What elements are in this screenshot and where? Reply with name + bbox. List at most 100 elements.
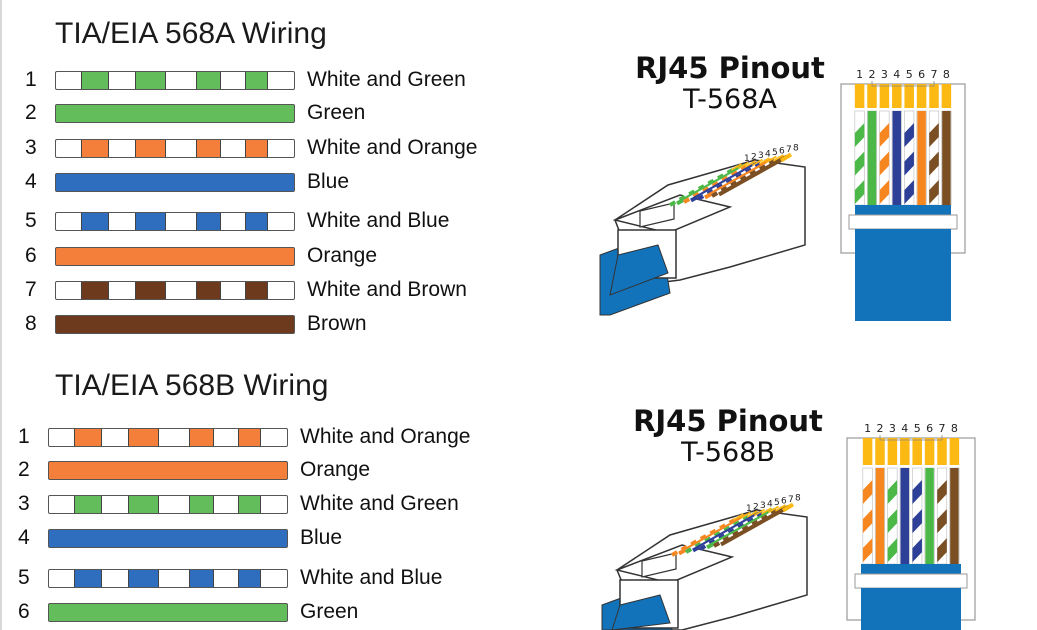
gold-contact — [924, 438, 935, 465]
gold-contact — [937, 438, 947, 465]
wire-swatch — [48, 460, 288, 480]
wire-stripe — [135, 281, 166, 299]
pin-number-label: 7 — [931, 68, 938, 81]
wire-stripe — [135, 139, 166, 157]
pin-number: 7 — [25, 278, 37, 301]
gold-contact — [887, 438, 898, 465]
conductor-stripe — [904, 179, 914, 204]
plug-pin-number: 1 — [746, 504, 752, 514]
wire-swatch — [55, 211, 295, 231]
plug-pin-number: 2 — [753, 503, 759, 513]
pinout-title-568a: RJ45 Pinout T-568A — [630, 52, 830, 116]
plug-wire-stripe — [713, 506, 783, 548]
plug-pin-number: 8 — [793, 144, 799, 154]
plug-pin-number: 4 — [767, 500, 773, 510]
wire-label: Green — [300, 600, 359, 623]
wire-label: Brown — [307, 312, 367, 335]
plug-window — [639, 202, 675, 228]
plug-wire — [718, 154, 788, 197]
wire-stripe — [128, 495, 159, 513]
wire-swatch — [48, 568, 288, 588]
cable-jacket — [861, 588, 961, 630]
plug-pin-number: 8 — [795, 494, 801, 504]
wire-stripe — [81, 281, 109, 299]
wire-row: 4 Blue — [18, 526, 342, 550]
plug-pin-number: 3 — [758, 151, 764, 161]
wire-label: White and Blue — [307, 209, 450, 232]
plug-pin-number: 4 — [765, 150, 771, 160]
plug-wire-stripe — [685, 512, 755, 554]
pinout-title-568b: RJ45 Pinout T-568B — [628, 405, 828, 469]
wire-stripe — [189, 569, 214, 587]
conductor-stripe — [854, 179, 865, 204]
wire-swatch — [55, 138, 295, 158]
conductor-stripe — [912, 538, 922, 563]
wire-stripe — [189, 428, 214, 446]
pin-number: 2 — [25, 101, 37, 124]
wire-stripe — [189, 495, 214, 513]
conductor-stripe — [937, 538, 947, 563]
conductor-stripe — [929, 151, 939, 176]
pin-number-label: 4 — [893, 68, 900, 81]
gold-contact — [916, 84, 927, 108]
wire-label: Blue — [300, 526, 343, 549]
wire-label: White and Orange — [307, 136, 478, 159]
wire-stripe — [128, 569, 159, 587]
plug-cable-inner — [611, 594, 671, 630]
conductor-stripe — [904, 123, 914, 147]
plug-wire — [678, 513, 748, 556]
wire-label: Orange — [300, 458, 371, 481]
wire-stripe — [245, 281, 268, 299]
conductor-solid — [892, 111, 902, 205]
wire-swatch — [48, 427, 288, 447]
wire-swatch — [55, 246, 295, 266]
wire-row: 2 Orange — [18, 458, 370, 482]
plug-pin-number: 7 — [788, 495, 794, 505]
pin-number-label: 2 — [869, 68, 876, 81]
conductor-solid — [900, 468, 910, 564]
conductor-stripe — [862, 538, 873, 563]
conductor-solid — [942, 111, 951, 205]
plug-pin-number: 6 — [779, 147, 785, 157]
pin-number: 2 — [18, 458, 30, 481]
conductor-stripe — [862, 509, 873, 534]
conductor-stripe — [887, 480, 898, 504]
pin-number-label: 1 — [864, 422, 871, 435]
plug-wire — [692, 510, 762, 553]
conductor-stripe — [937, 509, 947, 534]
wire-stripe — [245, 71, 268, 89]
wire-swatch — [48, 602, 288, 622]
wire-stripe — [74, 428, 102, 446]
plug-wire-stripe — [683, 162, 753, 204]
pin-number: 5 — [18, 566, 30, 589]
pinout-heading: RJ45 Pinout — [633, 404, 823, 438]
wire-label: White and Green — [300, 492, 459, 515]
pin-number-label: 8 — [943, 68, 950, 81]
conductor-stripe — [904, 151, 914, 176]
wire-stripe — [196, 71, 221, 89]
wire-stripe — [81, 71, 109, 89]
pin-number: 4 — [18, 526, 30, 549]
wire-stripe — [196, 281, 221, 299]
cable-boot — [861, 564, 961, 576]
conductor-stripe — [887, 538, 898, 563]
pin-number-label: 3 — [889, 422, 896, 435]
pin-bracket — [871, 81, 935, 87]
pin-number-label: 1 — [856, 68, 863, 81]
wire-stripe — [238, 569, 261, 587]
pin-number: 3 — [18, 492, 30, 515]
conductor-solid — [875, 468, 885, 564]
gold-contact — [929, 84, 939, 108]
plug-pin-number: 2 — [751, 153, 757, 163]
plug-wire-stripe — [699, 509, 769, 551]
cable-jacket — [855, 229, 951, 321]
conductor-stripe — [937, 480, 947, 504]
